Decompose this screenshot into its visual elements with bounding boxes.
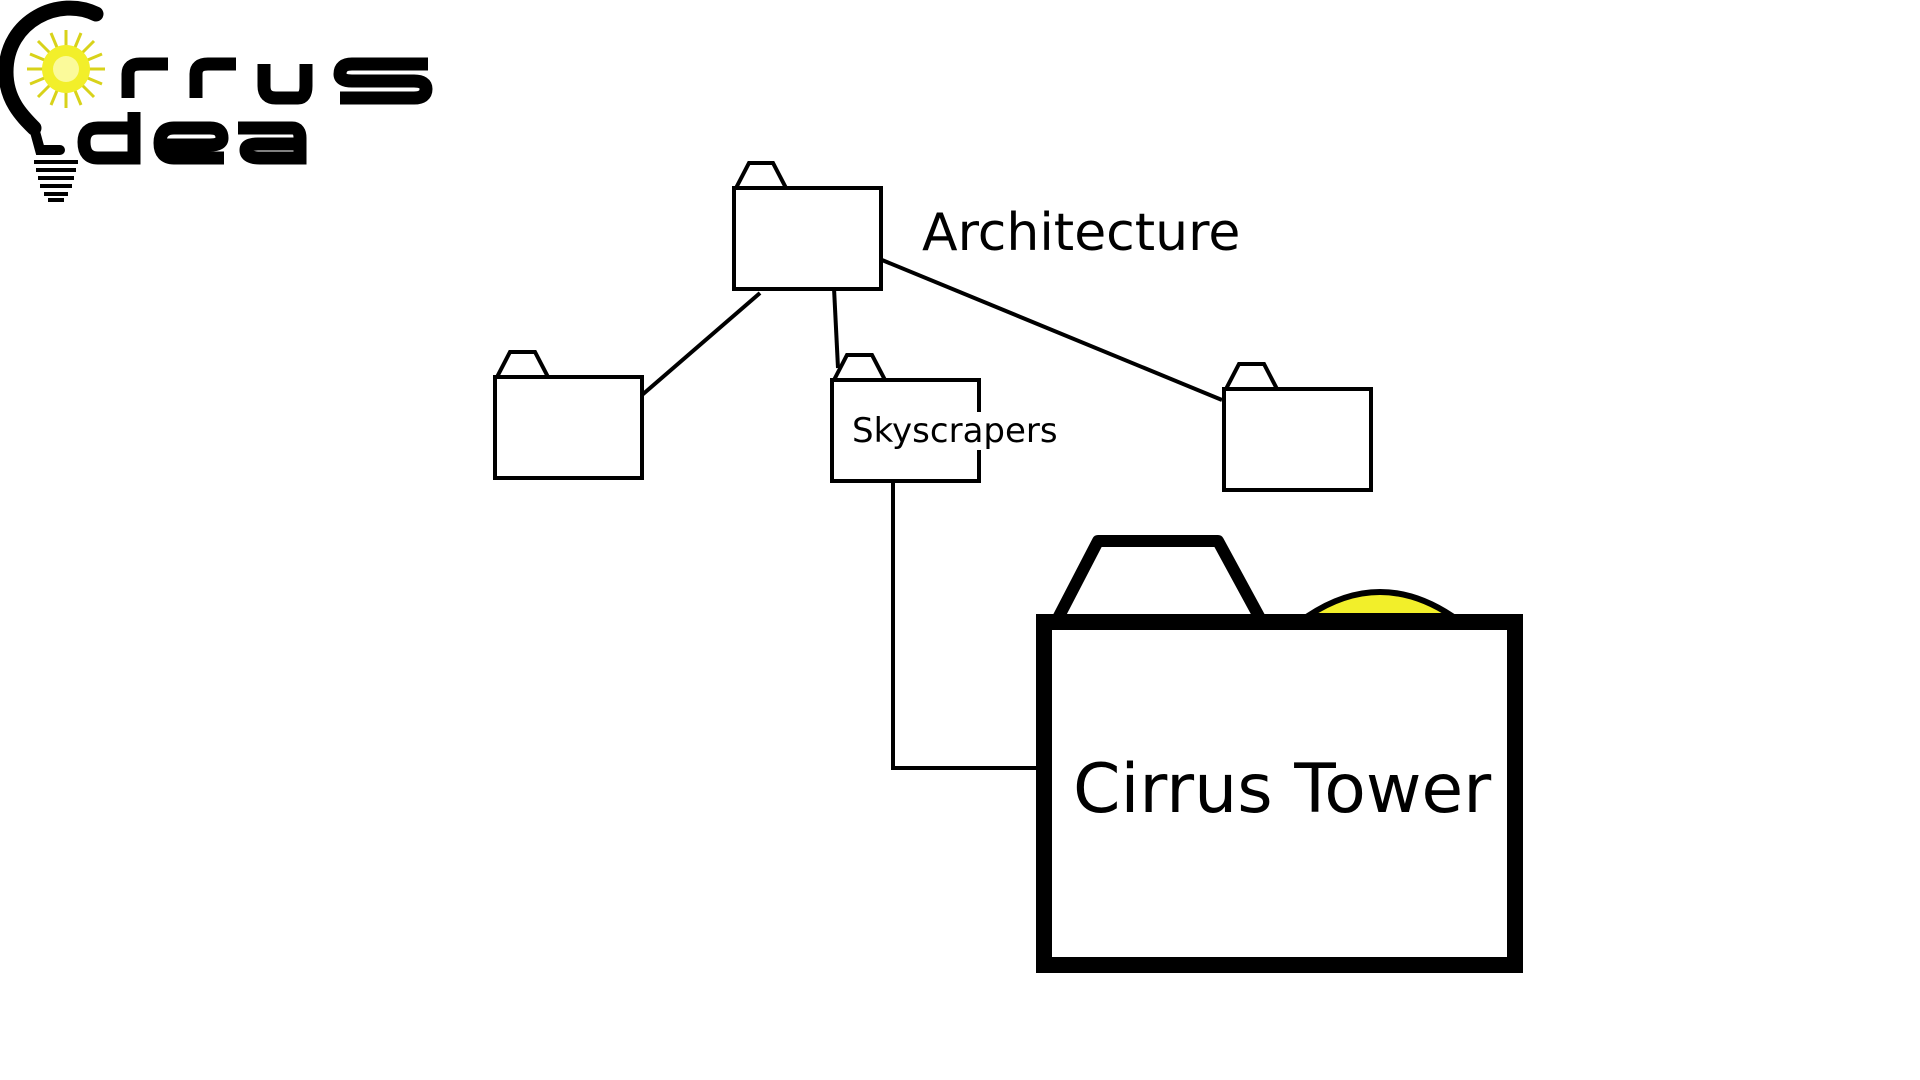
folder-icon[interactable] xyxy=(732,161,883,291)
folder-body xyxy=(1222,387,1373,492)
bulb-base xyxy=(34,160,78,202)
folder-tab xyxy=(1050,535,1268,628)
folder-icon[interactable] xyxy=(493,350,644,480)
folder-tab xyxy=(830,353,889,382)
cirrus-idea-logo xyxy=(0,0,433,202)
bulb-core xyxy=(53,56,79,82)
connector-lines xyxy=(640,258,1223,770)
logo-wordmark-rrus xyxy=(121,57,433,105)
folder-label-architecture: Architecture xyxy=(922,203,1241,263)
folder-body xyxy=(732,186,883,291)
connector-root-to-left xyxy=(640,291,762,397)
folder-icon[interactable] xyxy=(1036,535,1523,973)
folder-icon[interactable] xyxy=(1222,362,1373,492)
logo-c-arc xyxy=(0,0,104,136)
folder-tab xyxy=(1222,362,1281,391)
connector-root-to-right xyxy=(881,258,1223,402)
connector-root-to-skyscrapers xyxy=(832,287,840,369)
folder-body xyxy=(493,375,644,480)
folder-tab xyxy=(732,161,790,190)
logo-wordmark-dea xyxy=(77,112,307,165)
folder-body xyxy=(1036,614,1523,973)
lightbulb-icon xyxy=(0,0,105,202)
yellow-sun-icon xyxy=(1298,589,1462,619)
folder-label-cirrus-tower: Cirrus Tower xyxy=(1073,750,1492,829)
connector-skyscrapers-to-cirrus-tower xyxy=(891,482,1042,770)
folder-label-skyscrapers: Skyscrapers xyxy=(850,411,1060,451)
folder-tab xyxy=(493,350,552,379)
bulb-neck xyxy=(29,123,65,155)
